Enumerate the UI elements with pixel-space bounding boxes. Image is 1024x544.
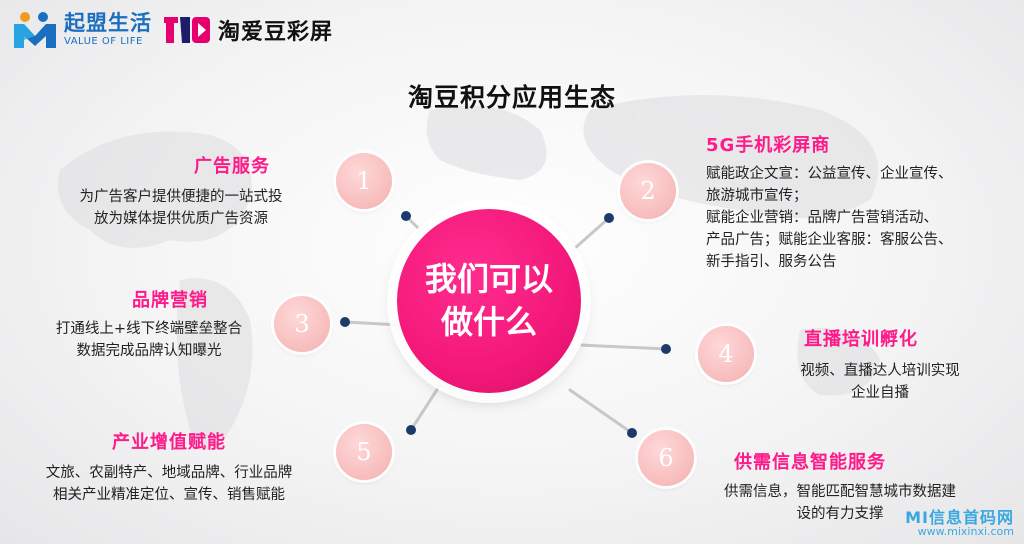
center-line-2: 做什么 bbox=[440, 303, 537, 341]
body-line: 文旅、农副特产、地域品牌、行业品牌 bbox=[45, 465, 293, 481]
center-line-1: 我们可以 bbox=[424, 259, 553, 298]
connector-dot-3 bbox=[340, 317, 350, 327]
node-body-brand-marketing: 打通线上+线下终端壁垒整合 数据完成品牌认知曝光 bbox=[14, 318, 284, 362]
body-line: 数据完成品牌认知曝光 bbox=[76, 343, 222, 359]
node-number-6: 6 bbox=[638, 430, 694, 486]
node-number-1: 1 bbox=[336, 153, 392, 209]
node-title-5g-screen: 5G手机彩屏商 bbox=[706, 135, 831, 156]
qimeng-logo-icon bbox=[14, 12, 56, 48]
body-line: 供需信息，智能匹配智慧城市数据建 bbox=[724, 484, 956, 500]
body-line: 企业自播 bbox=[851, 385, 909, 401]
node-number-5: 5 bbox=[336, 424, 392, 480]
node-number-4: 4 bbox=[698, 326, 754, 382]
body-line: 相关产业精准定位、宣传、销售赋能 bbox=[53, 487, 285, 503]
connector-dot-1 bbox=[401, 211, 411, 221]
node-body-live-training: 视频、直播达人培训实现 企业自播 bbox=[770, 360, 990, 404]
watermark-url: www.mixinxi.com bbox=[917, 525, 1014, 539]
brand-slogan: VALUE OF LIFE bbox=[64, 36, 143, 47]
node-title-ad-service: 广告服务 bbox=[194, 156, 270, 177]
node-title-supply-demand: 供需信息智能服务 bbox=[734, 452, 886, 473]
taoaidou-logo-icon bbox=[164, 17, 210, 43]
body-line: 旅游城市宣传； bbox=[706, 188, 808, 204]
node-number-2: 2 bbox=[620, 163, 676, 219]
watermark: MI信息首码网 www.mixinxi.com bbox=[905, 507, 1014, 539]
partner-name: 淘爱豆彩屏 bbox=[218, 20, 334, 45]
connector-dot-4 bbox=[661, 344, 671, 354]
body-line: 放为媒体提供优质广告资源 bbox=[94, 211, 268, 227]
body-line: 打通线上+线下终端壁垒整合 bbox=[55, 321, 243, 337]
body-line: 赋能政企文宣：公益宣传、企业宣传、 bbox=[706, 166, 953, 182]
node-body-5g-screen: 赋能政企文宣：公益宣传、企业宣传、 旅游城市宣传； 赋能企业营销：品牌广告营销活… bbox=[706, 163, 1006, 273]
body-line: 视频、直播达人培训实现 bbox=[800, 363, 960, 379]
center-hub: 我们可以 做什么 bbox=[397, 209, 581, 393]
body-line: 产品广告；赋能企业客服：客服公告、 bbox=[706, 232, 953, 248]
node-body-ad-service: 为广告客户提供便捷的一站式投 放为媒体提供优质广告资源 bbox=[36, 186, 326, 230]
connector-dot-6 bbox=[627, 428, 637, 438]
body-line: 设的有力支撑 bbox=[796, 506, 884, 522]
brand-name: 起盟生活 bbox=[64, 11, 152, 35]
node-body-supply-demand: 供需信息，智能匹配智慧城市数据建 设的有力支撑 bbox=[690, 481, 990, 525]
node-title-live-training: 直播培训孵化 bbox=[804, 329, 918, 350]
watermark-name: MI信息首码网 bbox=[905, 507, 1014, 527]
page-title: 淘豆积分应用生态 bbox=[407, 83, 616, 112]
header-logos: 起盟生活 VALUE OF LIFE 淘爱豆彩屏 bbox=[12, 10, 333, 50]
body-line: 为广告客户提供便捷的一站式投 bbox=[79, 189, 283, 205]
body-line: 赋能企业营销：品牌广告营销活动、 bbox=[706, 210, 938, 226]
body-line: 新手指引、服务公告 bbox=[706, 254, 837, 270]
node-title-industry-value: 产业增值赋能 bbox=[112, 432, 226, 453]
connector-dot-2 bbox=[604, 213, 614, 223]
node-title-brand-marketing: 品牌营销 bbox=[132, 290, 208, 311]
node-body-industry-value: 文旅、农副特产、地域品牌、行业品牌 相关产业精准定位、宣传、销售赋能 bbox=[14, 462, 324, 506]
connector-dot-5 bbox=[406, 425, 416, 435]
node-number-3: 3 bbox=[274, 296, 330, 352]
